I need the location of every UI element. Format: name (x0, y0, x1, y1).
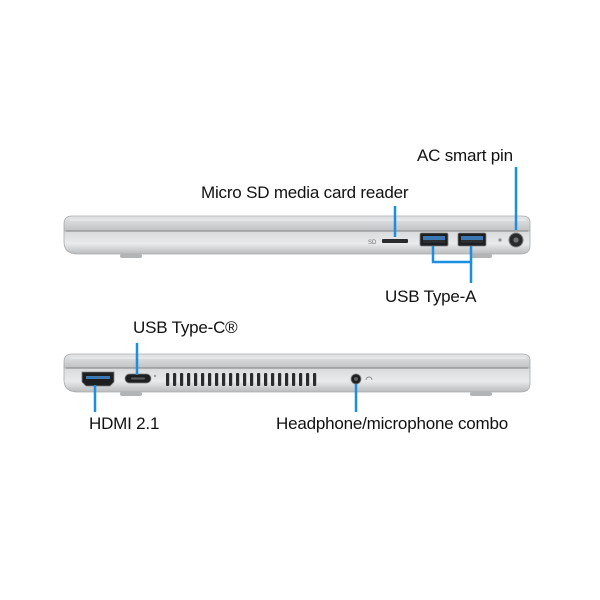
headphone-microphone-combo-label: Headphone/microphone combo (276, 414, 509, 433)
micro-sd-slot-icon: SD (368, 239, 408, 246)
usb-type-c-label: USB Type-C® (133, 318, 238, 337)
hdmi-label: HDMI 2.1 (89, 414, 160, 433)
vent-grille-icon (166, 373, 317, 386)
usb-a-port-icon (419, 232, 449, 247)
usb-a-port-icon (457, 232, 487, 247)
callout-lines-left-side (93, 343, 358, 412)
power-jack-icon (508, 232, 524, 248)
status-led-icon (498, 238, 502, 242)
callout-lines-right-side (393, 167, 518, 283)
svg-text:SD: SD (368, 240, 377, 246)
usb-c-port-icon (124, 373, 152, 384)
usb-type-a-label: USB Type-A (385, 287, 477, 306)
right-side-chassis (63, 215, 531, 258)
ac-smart-pin-label: AC smart pin (417, 146, 513, 165)
hdmi-port-icon (81, 371, 115, 387)
headphone-jack-icon (350, 373, 373, 385)
usb-c-led-icon (153, 374, 157, 378)
micro-sd-card-reader-label: Micro SD media card reader (201, 183, 409, 202)
